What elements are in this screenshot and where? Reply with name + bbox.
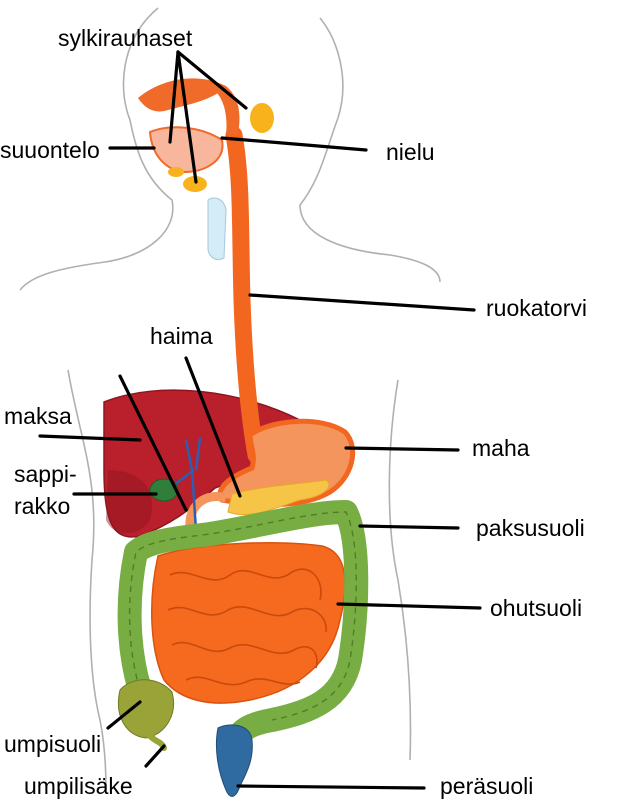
trachea: [207, 197, 227, 261]
salivary-gland-sublingual: [168, 167, 184, 177]
leader-sylkirauhaset-3: [176, 50, 198, 184]
small-intestine: [151, 542, 346, 704]
leader-ruokatorvi: [248, 293, 476, 312]
leader-maksa-split: [118, 374, 188, 512]
label-sappirakko-line2: rakko: [14, 493, 70, 519]
leader-haima: [184, 356, 242, 498]
label-haima: haima: [150, 323, 213, 349]
leader-nielu: [220, 136, 368, 152]
leader-umpilisake: [144, 744, 166, 768]
label-nielu: nielu: [386, 139, 435, 165]
gallbladder: [149, 478, 179, 502]
leader-ohutsuoli: [336, 602, 482, 610]
label-sappirakko-line1: sappi-: [14, 461, 77, 487]
leader-perasuoli: [236, 784, 426, 790]
leader-paksusuoli: [358, 524, 460, 530]
leader-umpisuoli: [106, 700, 142, 730]
oral-cavity: [138, 78, 226, 112]
leader-sylkirauhaset-1: [176, 50, 248, 110]
label-ohutsuoli: ohutsuoli: [490, 595, 582, 621]
cecum: [118, 679, 174, 739]
label-maha: maha: [472, 435, 530, 461]
leader-maksa: [38, 434, 142, 442]
label-ruokatorvi: ruokatorvi: [486, 295, 587, 321]
salivary-gland-parotid: [250, 103, 274, 133]
label-umpisuoli: umpisuoli: [4, 731, 101, 757]
label-umpilisake: umpilisäke: [24, 773, 133, 799]
salivary-gland-submandibular: [183, 176, 207, 192]
body-outline: [19, 7, 441, 791]
leader-maha: [344, 446, 460, 452]
label-sylkirauhaset: sylkirauhaset: [58, 25, 193, 51]
colon-rim: [128, 511, 357, 721]
mouth: [148, 126, 224, 174]
label-perasuoli: peräsuoli: [440, 773, 533, 799]
label-paksusuoli: paksusuoli: [476, 515, 585, 541]
leader-sylkirauhaset-2: [168, 50, 180, 144]
head-digestive-parts: [138, 78, 274, 261]
label-maksa: maksa: [4, 403, 72, 429]
esophagus: [225, 126, 265, 464]
leader-lines: [38, 50, 482, 790]
labels: sylkirauhaset suuontelo nielu ruokatorvi…: [0, 25, 587, 799]
label-suuontelo: suuontelo: [0, 137, 100, 163]
liver-shadow: [106, 470, 152, 534]
